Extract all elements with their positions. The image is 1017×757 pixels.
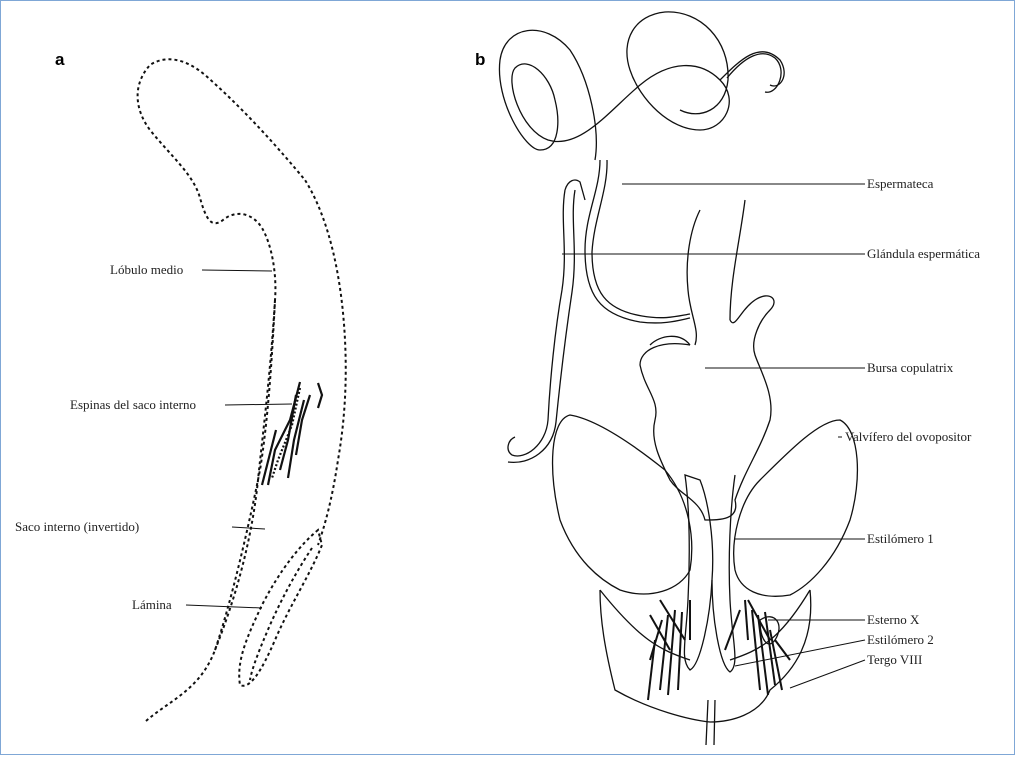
vagina-right xyxy=(730,200,745,320)
label-espermateca: Espermateca xyxy=(867,176,933,192)
panel-b-drawing xyxy=(499,12,857,745)
spermatic-gland-2 xyxy=(508,190,575,462)
valvifer-left xyxy=(553,415,692,594)
lamina-inner xyxy=(250,548,312,680)
spermatheca-coil xyxy=(499,12,729,160)
setae xyxy=(648,600,790,700)
label-bursa-copulatrix: Bursa copulatrix xyxy=(867,360,953,376)
valvifer-right xyxy=(734,420,858,596)
label-lamina: Lámina xyxy=(132,597,172,613)
panel-a-leaders xyxy=(186,270,292,608)
label-estilomero-2: Estilómero 2 xyxy=(867,632,934,648)
label-glandula-espermatica: Glándula espermática xyxy=(867,246,980,262)
median-lobe-outline xyxy=(138,59,346,721)
internal-sac-spines xyxy=(262,382,322,485)
stylomere1-left xyxy=(684,475,712,670)
label-estilomero-1: Estilómero 1 xyxy=(867,531,934,547)
label-valvifero: Valvífero del ovopositor xyxy=(845,429,971,445)
label-espinas-saco-interno: Espinas del saco interno xyxy=(70,397,196,413)
label-saco-interno: Saco interno (invertido) xyxy=(15,519,139,535)
panel-a-drawing xyxy=(138,59,346,721)
stylomere1-right xyxy=(712,475,735,672)
vagina-left xyxy=(687,210,700,345)
label-tergo-viii: Tergo VIII xyxy=(867,652,922,668)
label-lobulo-medio: Lóbulo medio xyxy=(110,262,183,278)
tergo-viii xyxy=(600,590,811,722)
label-esterno-x: Esterno X xyxy=(867,612,919,628)
